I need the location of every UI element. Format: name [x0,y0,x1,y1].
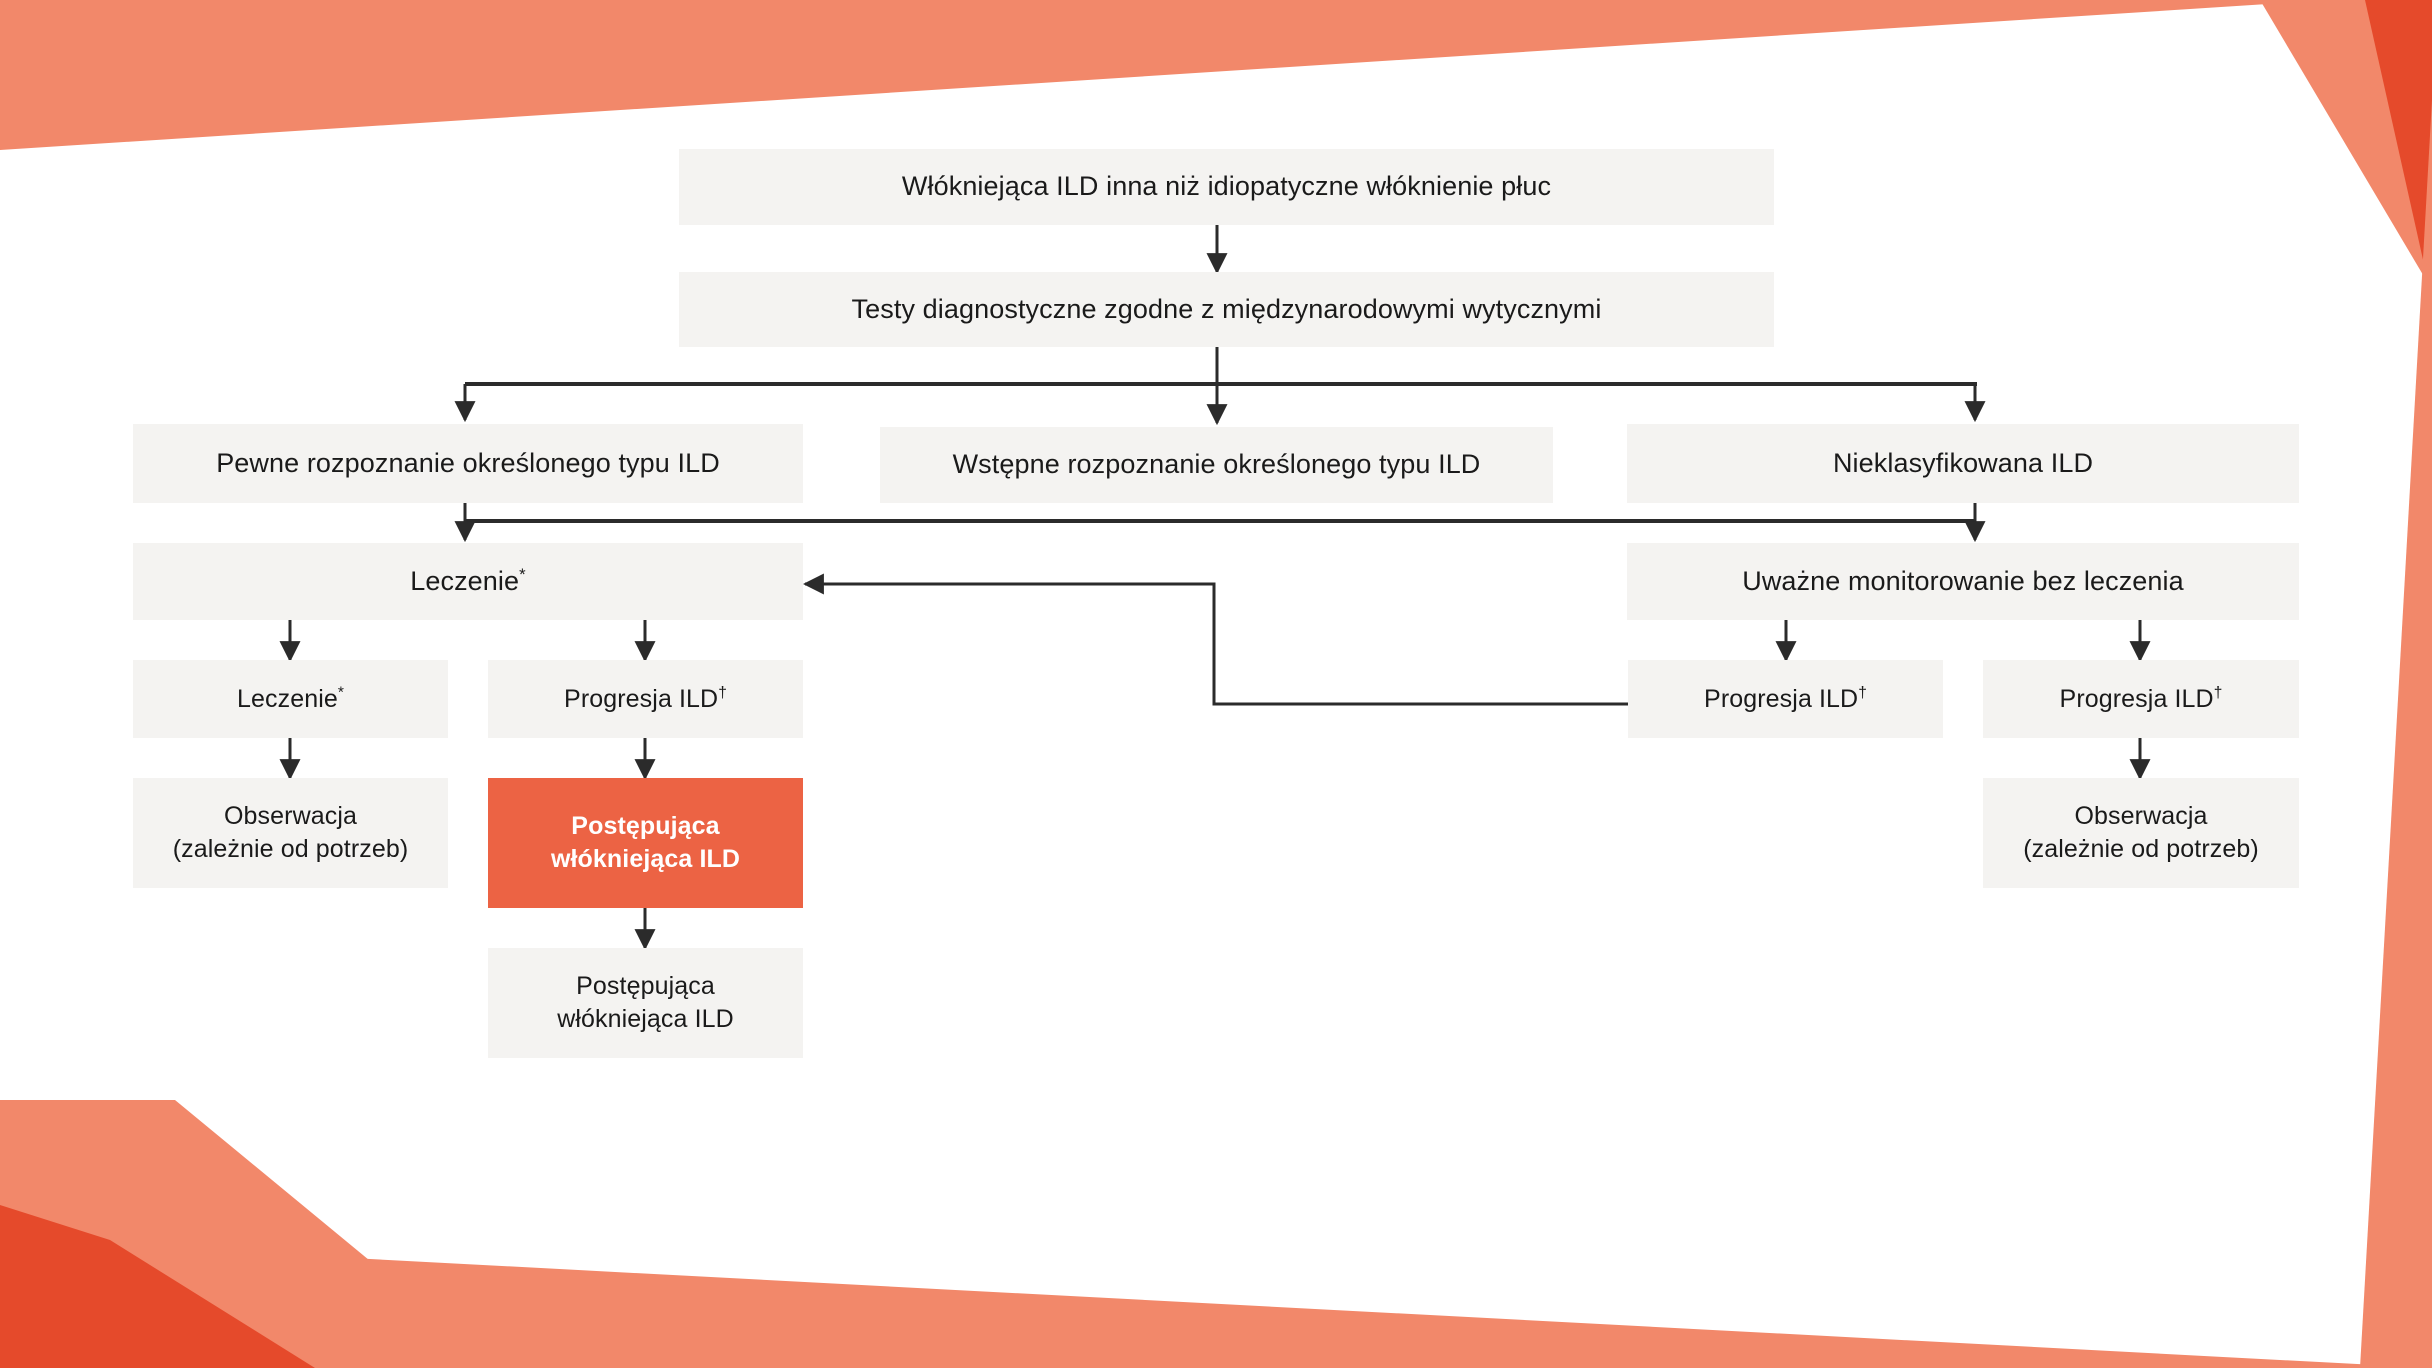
node-ppf-plain-line2: włókniejąca ILD [557,1005,734,1033]
footnote-marker-asterisk: * [519,564,526,584]
decor-shape-top-right-light [2260,0,2432,290]
node-observation-right-line2: (zależnie od potrzeb) [2023,835,2259,863]
node-observation-right-line1: Obserwacja [2074,802,2208,830]
decor-shape-bottom-wide-light [0,1245,2432,1368]
node-confident-dx-label: Pewne rozpoznanie określonego typu ILD [216,447,720,478]
edge-progression-mid-feedback-to-treatment [802,573,1628,706]
node-watchful-waiting-label: Uważne monitorowanie bez leczenia [1742,565,2184,596]
decor-shape-top-left [0,0,2330,150]
node-diagnostics[interactable]: Testy diagnostyczne zgodne z międzynarod… [679,272,1774,347]
node-ppf-accent-line1: Postępująca [571,812,720,840]
footnote-marker-asterisk: * [337,684,344,702]
node-treatment-main-label: Leczenie [410,565,520,596]
footnote-marker-dagger: † [718,684,727,702]
decor-shape-right-edge [2360,100,2432,1368]
node-root[interactable]: Włókniejąca ILD inna niż idiopatyczne wł… [679,149,1774,225]
node-progression-right-label: Progresja ILD [2059,684,2214,713]
node-observation-right[interactable]: Obserwacja (zależnie od potrzeb) [1983,778,2299,888]
node-observation-left[interactable]: Obserwacja (zależnie od potrzeb) [133,778,448,888]
node-ppf-plain-line1: Postępująca [576,972,715,1000]
node-diagnostics-label: Testy diagnostyczne zgodne z międzynarod… [851,293,1602,324]
node-unclassifiable-label: Nieklasyfikowana ILD [1832,447,2094,478]
node-treatment-main[interactable]: Leczenie* [133,543,803,620]
node-watchful-waiting[interactable]: Uważne monitorowanie bez leczenia [1627,543,2299,620]
footnote-marker-dagger: † [1858,684,1867,702]
node-treatment-left-label: Leczenie [236,684,338,713]
node-root-label: Włókniejąca ILD inna niż idiopatyczne wł… [901,171,1552,202]
footnote-marker-dagger: † [2213,684,2223,702]
node-ppf-accent-line2: włókniejąca ILD [550,845,741,873]
node-confident-dx[interactable]: Pewne rozpoznanie określonego typu ILD [133,424,803,503]
node-progression-right[interactable]: Progresja ILD† [1983,660,2299,738]
node-provisional-dx-label: Wstępne rozpoznanie określonego typu ILD [952,449,1481,480]
node-treatment-left[interactable]: Leczenie* [133,660,448,738]
node-unclassifiable[interactable]: Nieklasyfikowana ILD [1627,424,2299,503]
node-progression-left[interactable]: Progresja ILD† [488,660,803,738]
node-observation-left-line2: (zależnie od potrzeb) [172,835,409,863]
node-ppf-accent[interactable]: Postępująca włókniejąca ILD [488,778,803,908]
node-progression-left-label: Progresja ILD [564,684,719,713]
decor-shape-bottom-left-light [0,1100,500,1368]
node-progression-mid-label: Progresja ILD [1704,684,1859,713]
node-progression-mid[interactable]: Progresja ILD† [1628,660,1943,738]
decor-shape-top-right-dark [2365,0,2432,300]
decor-shape-bottom-left-dark [0,1205,315,1368]
node-observation-left-line1: Obserwacja [224,802,357,830]
node-provisional-dx[interactable]: Wstępne rozpoznanie określonego typu ILD [880,427,1553,503]
node-ppf-plain[interactable]: Postępująca włókniejąca ILD [488,948,803,1058]
